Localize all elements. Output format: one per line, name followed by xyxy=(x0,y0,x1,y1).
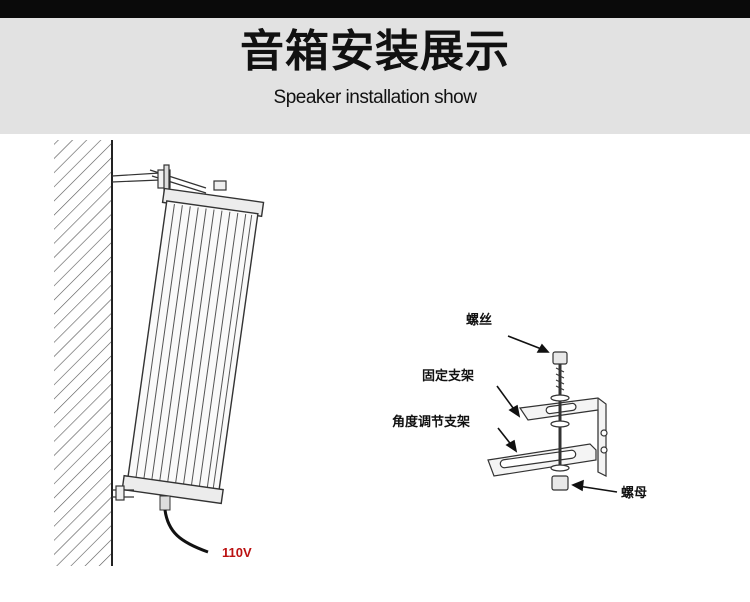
speaker-top-bracket xyxy=(111,164,227,194)
label-arrows xyxy=(496,335,618,493)
page-title: 音箱安装展示 xyxy=(240,26,510,77)
label-nut: 螺母 xyxy=(621,486,648,501)
header-banner xyxy=(0,18,750,134)
page-subtitle: Speaker installation show xyxy=(273,87,477,108)
label-screw: 螺丝 xyxy=(466,313,493,328)
label-angle-bracket: 角度调节支架 xyxy=(392,415,471,430)
bracket-assembly xyxy=(487,351,608,491)
voltage-label: 110V xyxy=(222,545,252,560)
power-cable xyxy=(159,495,209,554)
column-speaker xyxy=(121,187,265,505)
top-bar xyxy=(0,0,750,18)
wall xyxy=(54,140,113,566)
label-fixed-bracket: 固定支架 xyxy=(422,369,475,384)
speaker-bottom-bracket xyxy=(112,485,134,501)
